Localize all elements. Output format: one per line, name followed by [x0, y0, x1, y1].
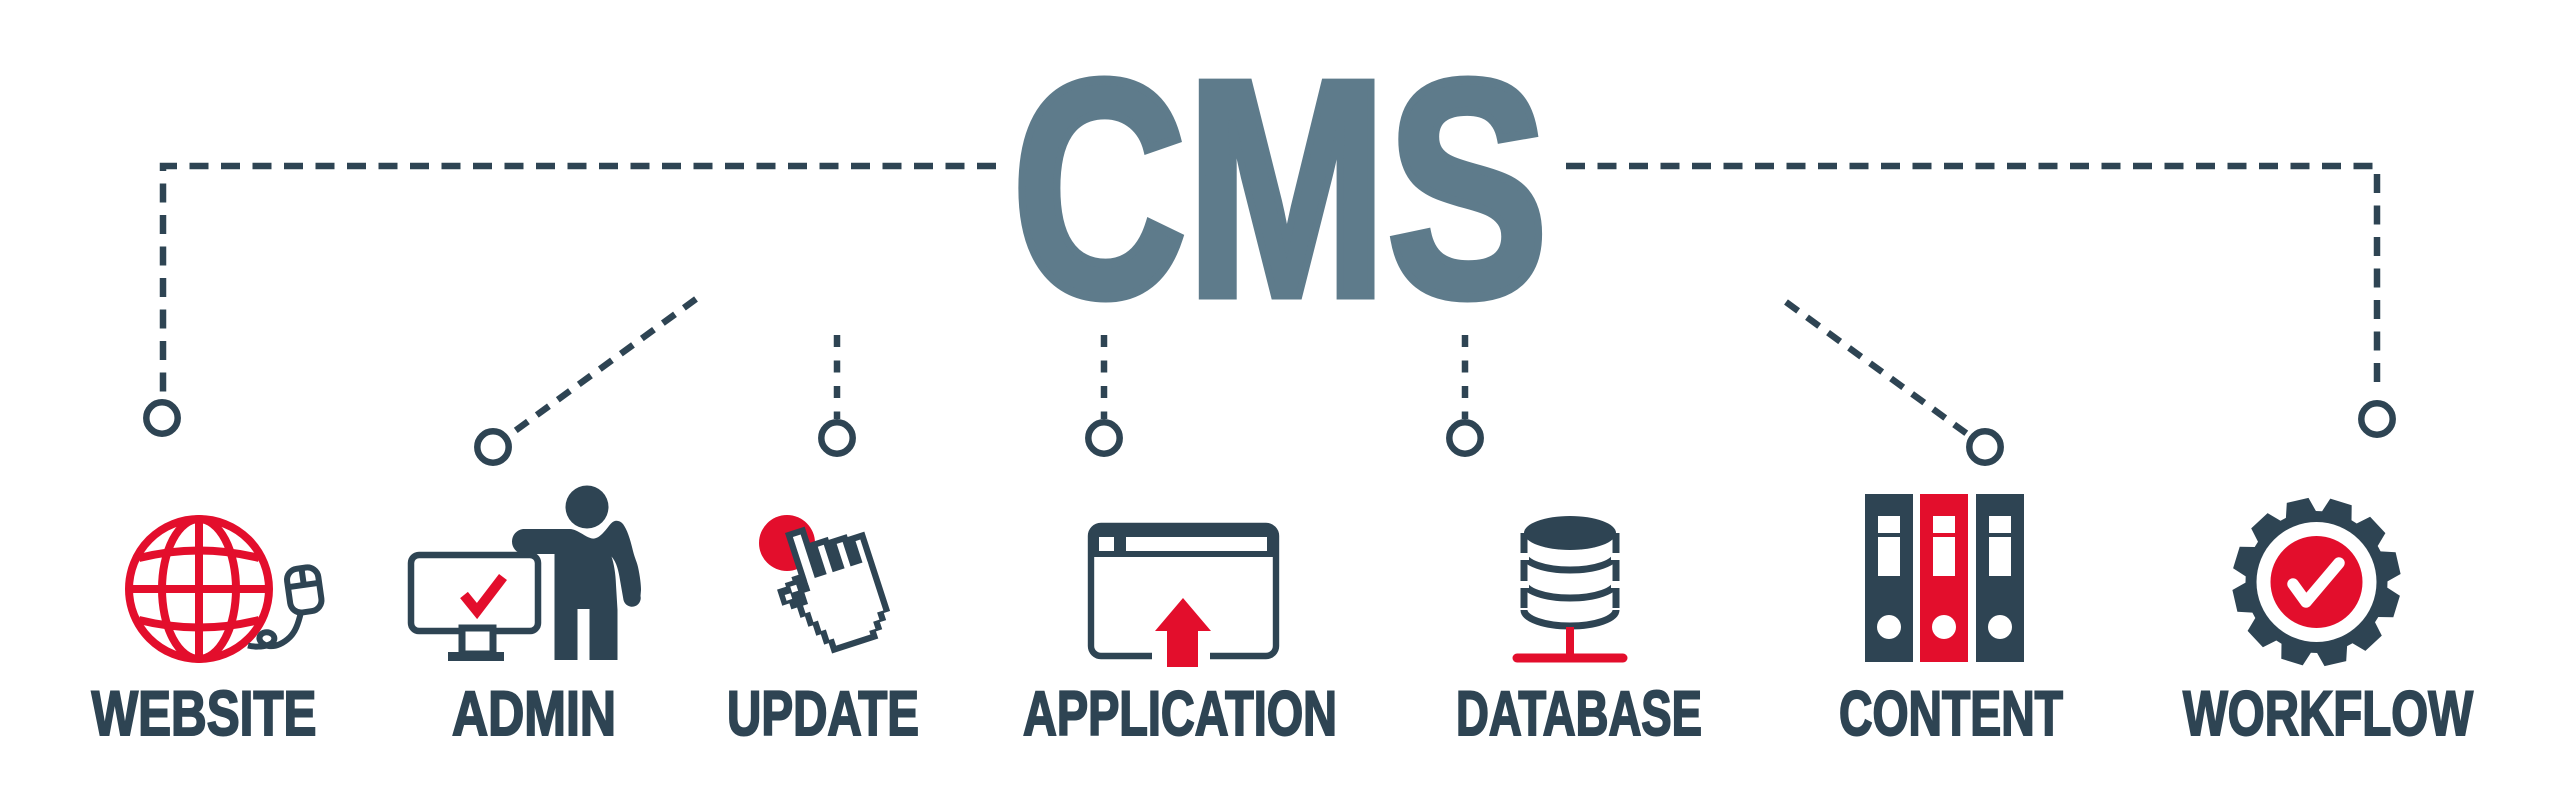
svg-text:CMS: CMS [1012, 17, 1548, 361]
svg-text:UPDATE: UPDATE [727, 679, 919, 749]
svg-text:CONTENT: CONTENT [1839, 679, 2063, 749]
svg-text:APPLICATION: APPLICATION [1023, 679, 1337, 749]
svg-text:WEBSITE: WEBSITE [92, 679, 317, 749]
svg-text:WORKFLOW: WORKFLOW [2183, 679, 2473, 749]
svg-text:ADMIN: ADMIN [452, 679, 616, 749]
svg-text:DATABASE: DATABASE [1456, 679, 1702, 749]
